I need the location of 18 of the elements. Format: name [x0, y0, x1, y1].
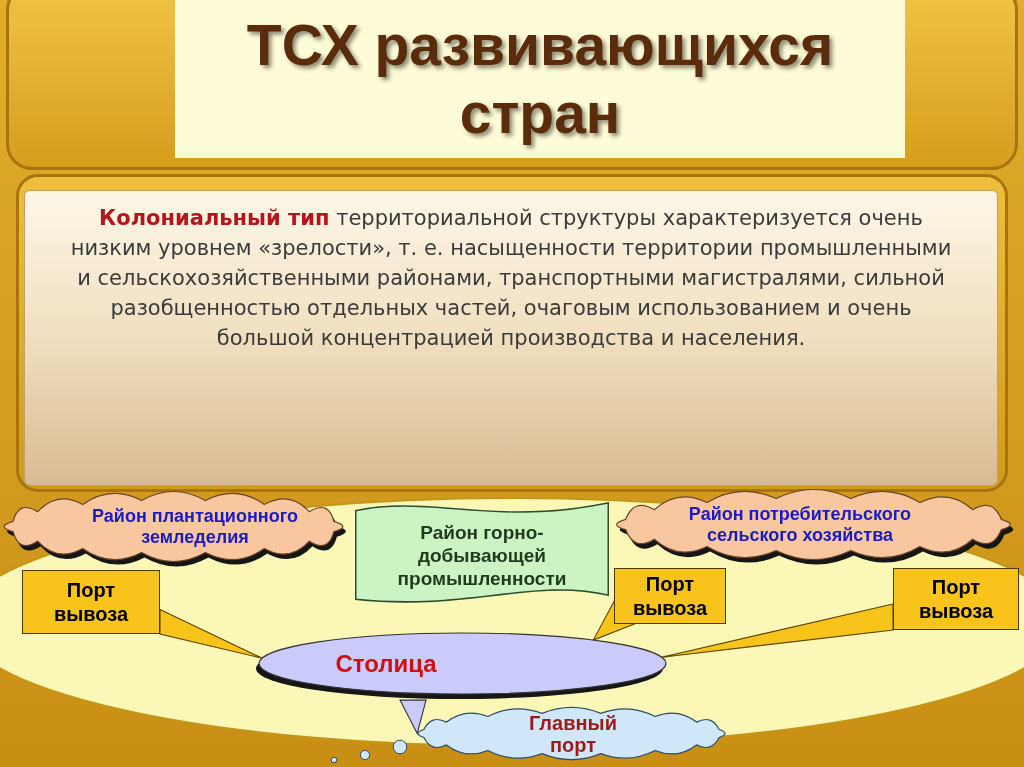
cloud-label: Район потребительского сельского хозяйства [687, 503, 913, 546]
callout-box [893, 568, 1019, 630]
text-panel [24, 190, 998, 486]
oval-callout [255, 632, 667, 700]
cloud-label: Главный порт [528, 711, 618, 756]
callout-tail [660, 603, 894, 659]
callout-box [614, 568, 726, 624]
oval-label: Столица [335, 650, 437, 678]
description-text: Колониальный тип территориальной структуры характеризуется очень низким уровнем «зрелости», т. е. насыщенности территории промышленными и сельскохозяйственными районами, транспортными магистралями, сильной разобщенностью отдельных частей, очаговым использованием и очень большой концентрацией производства и населения. [69, 205, 953, 352]
callout-box [22, 570, 160, 634]
callout-label: Порт вывоза [917, 575, 995, 623]
callout-tail [159, 609, 264, 660]
callout-tail [399, 699, 427, 735]
callout-label: Порт вывоза [52, 578, 130, 626]
callout-label: Порт вывоза [631, 572, 709, 620]
banner-label: Район горно-добывающей промышленности [396, 520, 568, 590]
cloud-label: Район плантационного земледелия [91, 505, 299, 548]
title: ТСХ развивающихся стран [245, 12, 835, 147]
